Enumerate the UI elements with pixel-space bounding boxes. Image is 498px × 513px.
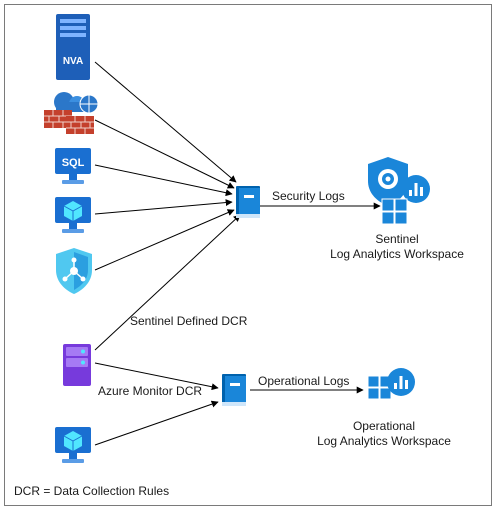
operational-workspace-title: Operational [353,419,415,433]
hybrid-to-monitor-dcr-arrow [94,362,219,391]
sql-text: SQL [62,157,85,169]
vm-to-sentinel-dcr-arrow [94,199,233,215]
shield-hub-icon [56,248,92,294]
azure-monitor-dcr-icon [222,374,246,406]
sentinel-workspace-icon [368,157,430,225]
nva-server-icon: NVA [56,14,90,80]
sentinel-workspace-subtitle: Log Analytics Workspace [330,247,464,261]
virtual-machine-icon [55,197,91,233]
footer-legend: DCR = Data Collection Rules [14,484,169,498]
security-logs-label: Security Logs [272,189,345,203]
virtual-machine-icon [55,427,91,463]
vm2-to-monitor-dcr-arrow [94,400,219,446]
nva-to-sentinel-dcr-arrow [94,61,237,183]
hub-to-sentinel-dcr-arrow [94,209,235,271]
hybrid-server-icon [63,344,91,386]
nva-text: NVA [63,56,83,67]
azure-monitor-dcr-label: Azure Monitor DCR [98,384,202,398]
sql-to-sentinel-dcr-arrow [94,164,233,197]
sentinel-workspace-title: Sentinel [375,232,418,246]
sentinel-dcr-label: Sentinel Defined DCR [130,314,248,328]
firewall-to-sentinel-dcr-arrow [94,119,235,189]
connectors [94,61,381,446]
cloud-firewall-icon [44,92,99,134]
operational-logs-label: Operational Logs [258,374,349,388]
operational-workspace-subtitle: Log Analytics Workspace [317,434,451,448]
sentinel-dcr-icon [236,186,260,218]
hybrid-to-sentinel-dcr-arrow [94,214,241,351]
operational-workspace-icon [367,368,415,400]
sql-server-icon: SQL [55,148,91,184]
